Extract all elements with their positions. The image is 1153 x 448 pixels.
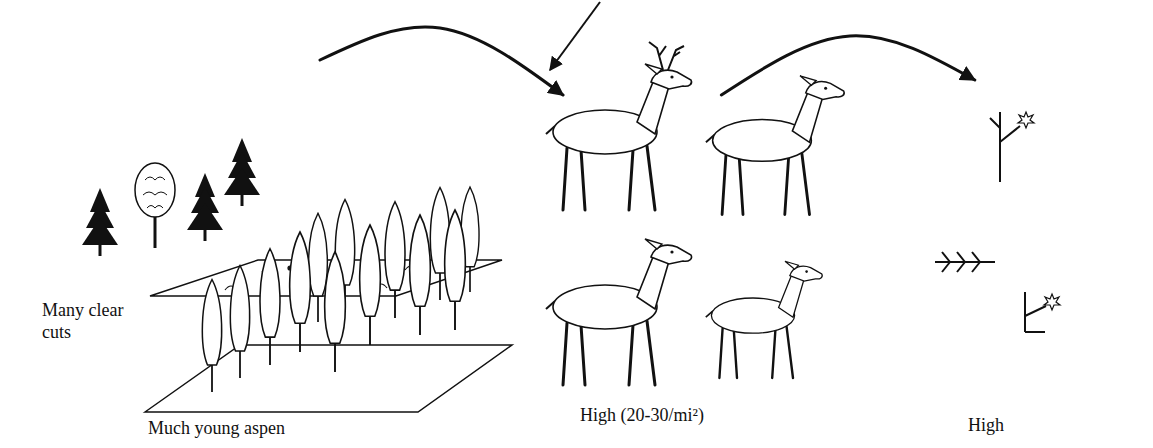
text-holder: Much young aspen [148, 418, 285, 440]
text-holder: High (20-30/mi²) [580, 405, 704, 427]
twig [1025, 292, 1046, 332]
flow-arrow [721, 36, 974, 95]
aspen-tree [360, 225, 381, 345]
browsed-twigs [935, 112, 1060, 332]
aspen-tree [230, 266, 249, 379]
illustration-label: High [968, 415, 1004, 437]
aspen-tree [290, 232, 311, 352]
conifer-tree [187, 173, 223, 241]
twig [990, 112, 1020, 182]
conifer-tree [82, 188, 118, 256]
aspen-tree [260, 249, 280, 365]
young-aspen [202, 187, 479, 392]
illustration-group: High (20-30/mi²) [530, 95, 860, 440]
illustration-label: Many clear cuts [42, 300, 137, 343]
mature-forest [82, 138, 260, 256]
deer-herd [546, 42, 844, 385]
deer [546, 64, 692, 210]
illustration-group: High [930, 80, 1070, 441]
ground-plane [145, 345, 512, 412]
buck [546, 42, 692, 210]
deer [706, 76, 844, 215]
leaf [1018, 112, 1034, 128]
aspen-tree [445, 210, 466, 330]
illustration-label: Much young aspen [148, 418, 285, 440]
deciduous-tree [135, 163, 175, 248]
aspen-tree [202, 280, 221, 393]
leaf [1044, 294, 1060, 310]
deer [706, 261, 822, 378]
aspen-tree [410, 215, 431, 335]
deer [546, 239, 692, 385]
aspen-tree [385, 202, 405, 318]
conifer-tree [224, 138, 260, 206]
illustration-group: Many clear cutsMuch young aspen [30, 60, 530, 445]
twig [935, 252, 995, 272]
text-holder: Many clear cuts [42, 300, 137, 343]
antlers [649, 42, 684, 70]
aspen-tree [325, 252, 346, 372]
text-holder: High [968, 415, 1004, 437]
pointer-arrow [550, 2, 600, 70]
flow-arrow [320, 27, 563, 95]
illustration-label: High (20-30/mi²) [580, 405, 704, 427]
